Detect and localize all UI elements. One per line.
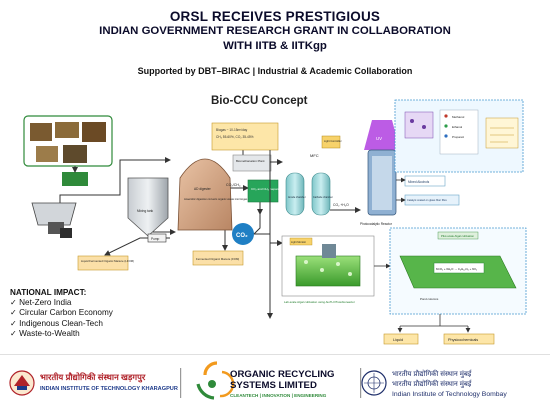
- iitkgp-hindi-name: भारतीय प्रौद्योगिकी संस्थान खड़गपुर: [40, 372, 146, 382]
- light-monitor-label: Light Monitor: [291, 240, 306, 244]
- separation-label: CO₂ and CH₄ Separation Unit: [251, 187, 291, 191]
- impact-item: ✓ Net-Zero India: [10, 298, 72, 308]
- photosynthesis-equation: 6CO₂ + 6H₂O → C₆H₁₂O₆ + 6O₂: [436, 267, 477, 271]
- orsl-logo: [196, 361, 235, 400]
- uv-label: UV: [376, 136, 382, 141]
- title-line-1: ORSL RECEIVES PRESTIGIOUS: [169, 9, 381, 24]
- feedstock-photos: [23, 115, 113, 186]
- impact-item: ✓ Waste-to-Wealth: [10, 328, 80, 338]
- alcohol-products-panel: Methanol Ethanol Propanol: [394, 99, 524, 173]
- mfc-anode: Anode chamber: [288, 196, 306, 199]
- mfc-unit: MFC Anode chamber Cathode chamber: [285, 153, 333, 216]
- light-controller: Light Controller: [321, 135, 342, 149]
- waste-photo-2: [55, 122, 79, 138]
- orsl-tagline: CLEANTECH | INNOVATION | ENGINEERING: [230, 393, 327, 398]
- physicochemicals-box: Physicochemicals: [443, 333, 495, 345]
- digester-note: Anaerobic digestion converts organic was…: [184, 197, 248, 201]
- ethanol-label: Ethanol: [452, 125, 463, 129]
- pump: Pump: [147, 233, 167, 243]
- digester: AD digester Anaerobic digestion converts…: [177, 158, 248, 231]
- lab-scale-algae: Light Monitor Lab-scale Algal cultivatio…: [281, 235, 375, 304]
- feeder-machine: [31, 202, 77, 238]
- mfc-cathode: Cathode chamber: [313, 196, 333, 199]
- biomethanation-plant: Biomethanation Plant: [232, 154, 272, 172]
- co2-ch4-label: CO₂/CH₄: [226, 183, 241, 187]
- reactor-label: Photocatalytic Reactor: [360, 222, 393, 226]
- co2-h2o-label: CO₂ +H₂O: [333, 203, 349, 207]
- iitkgp-english-name: INDIAN INSTITUTE OF TECHNOLOGY KHARAGPUR: [40, 386, 178, 392]
- subtitle: Supported by DBT–BIRAC | Industrial & Ac…: [137, 66, 413, 76]
- iitkgp-logo: [9, 370, 35, 396]
- catalyst-label: Catalyst coated on glass fiber fibre: [407, 198, 447, 202]
- lfom-box: Liquid Fermented Organic Manure (LFOM): [77, 255, 134, 271]
- co2-bubble: CO₂: [232, 223, 254, 245]
- waste-photo-1: [30, 123, 52, 141]
- pilot-scale-algae: Pilot-scale Algal cultivation 6CO₂ + 6H₂…: [389, 227, 527, 315]
- separation-unit: CO₂ and CH₄ Separation Unit: [247, 179, 291, 203]
- digester-label: AD digester: [194, 187, 212, 191]
- liquid-box: Liquid: [383, 333, 419, 345]
- shredder-icon: [62, 172, 88, 186]
- pump-label: Pump: [151, 237, 160, 241]
- iitb-hindi-line1: भारतीय प्रौद्योगिकी संस्थान मुंबई: [392, 371, 472, 378]
- impact-item: ✓ Circular Carbon Economy: [10, 308, 113, 318]
- waste-photo-3: [82, 122, 106, 142]
- lfom-label: Liquid Fermented Organic Manure (LFOM): [81, 259, 134, 263]
- feedstock-frame: [23, 115, 113, 167]
- fom-label: Fermented Organic Manure (FOM): [196, 257, 239, 261]
- physicochemicals-label: Physicochemicals: [448, 338, 478, 342]
- methanol-label: Methanol: [452, 115, 465, 119]
- mixing-tank: Mixing tank: [127, 177, 169, 237]
- light-controller-label: Light Controller: [324, 139, 342, 143]
- co2-label: CO₂: [236, 233, 248, 239]
- liquid-label: Liquid: [393, 338, 403, 342]
- biomethanation-label: Biomethanation Plant: [236, 159, 265, 163]
- pond-columns-label: Pond columns: [420, 297, 439, 301]
- biogas-info-box: Biogas ~ 10-15m³/day CH₄ 55-60%, CO₂ 35-…: [211, 122, 279, 151]
- mixed-alcohols-label: Mixed Alcohols: [408, 180, 430, 184]
- waste-photo-4: [36, 146, 58, 162]
- photocatalytic-reactor: UV Photocatalytic Reactor: [360, 120, 400, 226]
- title-line-3: WITH IITB & IITKgp: [223, 40, 327, 52]
- diagram-title: Bio-CCU Concept: [211, 95, 308, 107]
- footer-divider: [0, 354, 550, 355]
- impact-heading: NATIONAL IMPACT:: [10, 288, 87, 297]
- impact-item: ✓ Indigenous Clean-Tech: [10, 318, 103, 328]
- iitb-logo: [361, 370, 387, 396]
- iitb-english-name: Indian Institute of Technology Bombay: [392, 391, 507, 398]
- fom-box: Fermented Organic Manure (FOM): [192, 250, 244, 266]
- iitb-hindi-line2: भारतीय प्रौद्योगिकी संस्थान मुंबई: [392, 381, 472, 388]
- catalyst-box: Catalyst coated on glass fiber fibre: [404, 194, 460, 206]
- gas-composition: CH₄ 55-60%, CO₂ 35-45%: [216, 135, 254, 139]
- mixing-tank-label: Mixing tank: [137, 209, 154, 213]
- waste-photo-5: [63, 145, 87, 163]
- mfc-label: MFC: [310, 153, 319, 158]
- biogas-rate: Biogas ~ 10-15m³/day: [216, 128, 248, 132]
- orsl-name-line1: ORGANIC RECYCLING: [230, 369, 335, 380]
- national-impact: NATIONAL IMPACT: ✓ Net-Zero India ✓ Circ…: [10, 288, 113, 339]
- propanol-label: Propanol: [452, 135, 464, 139]
- title-line-2: INDIAN GOVERNMENT RESEARCH GRANT IN COLL…: [99, 25, 451, 37]
- orsl-name-line2: SYSTEMS LIMITED: [230, 380, 317, 391]
- mixed-alcohols-box: Mixed Alcohols: [404, 175, 446, 187]
- lab-scale-label: Lab-scale Algal cultivation using AioTH …: [284, 300, 355, 304]
- pilot-scale-label: Pilot-scale Algal cultivation: [441, 234, 474, 238]
